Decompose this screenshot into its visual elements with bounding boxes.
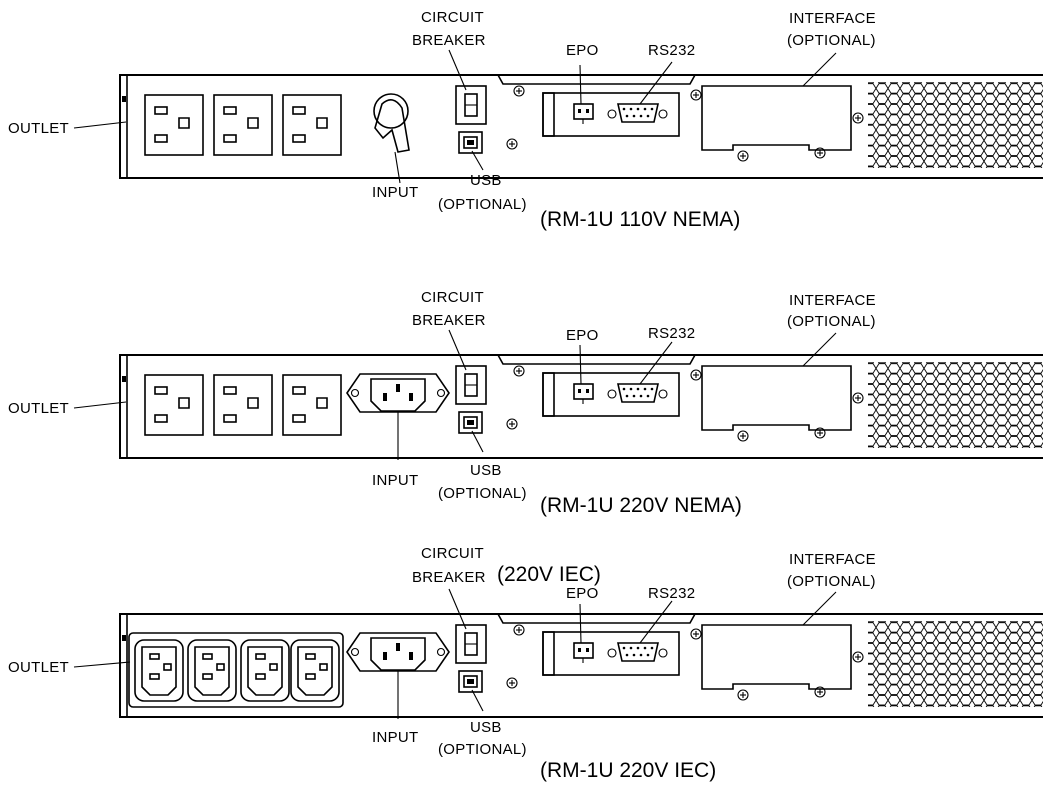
rs232-label: RS232: [648, 585, 695, 602]
interface-label: INTERFACE: [789, 551, 876, 568]
fan-vent-grille: [868, 621, 1043, 707]
usb-optional-label: (OPTIONAL): [438, 741, 527, 758]
input-label: INPUT: [372, 472, 419, 489]
circuit-breaker-label: CIRCUIT: [421, 9, 484, 26]
panel-section-2: OUTLET INPUT CIRCUIT BREAKER USB (OPTION…: [8, 289, 1043, 517]
screw-icon: [852, 392, 864, 404]
interface-slot: [690, 85, 864, 162]
rs232-label: RS232: [648, 325, 695, 342]
panel-section-3: OUTLET INPUT CIRCUIT BREAKER USB (OPTION…: [8, 545, 1043, 782]
mid-caption: (220V IEC): [497, 563, 601, 586]
interface-optional-label: (OPTIONAL): [787, 573, 876, 590]
fan-vent-grille: [868, 82, 1043, 168]
screw-icon: [690, 628, 702, 640]
nema-outlet: [144, 374, 204, 436]
usb-optional-label: (OPTIONAL): [438, 196, 527, 213]
usb-port: [458, 131, 483, 154]
screw-icon: [506, 418, 518, 430]
circuit-breaker: [455, 365, 487, 405]
usb-port: [458, 411, 483, 434]
screw-icon: [737, 689, 749, 701]
model-caption: (RM-1U 220V NEMA): [540, 494, 742, 517]
rs232-port: [607, 642, 668, 662]
screw-icon: [814, 686, 826, 698]
iec-input-inlet: [346, 632, 450, 672]
iec-input-inlet: [346, 373, 450, 413]
rs232-label: RS232: [648, 42, 695, 59]
iec-outlet: [187, 639, 237, 702]
communication-card: [542, 372, 680, 417]
screw-icon: [814, 147, 826, 159]
outlet-label: OUTLET: [8, 120, 69, 137]
fan-vent-grille: [868, 362, 1043, 448]
screw-icon: [814, 427, 826, 439]
circuit-breaker: [455, 85, 487, 125]
nema-outlet: [213, 94, 273, 156]
communication-card: [542, 92, 680, 137]
screw-icon: [690, 89, 702, 101]
epo-label: EPO: [566, 42, 599, 59]
screw-icon: [852, 651, 864, 663]
communication-card: [542, 631, 680, 676]
usb-label: USB: [470, 719, 502, 736]
screw-icon: [852, 112, 864, 124]
epo-label: EPO: [566, 327, 599, 344]
usb-port: [458, 670, 483, 693]
screw-icon: [690, 369, 702, 381]
input-label: INPUT: [372, 184, 419, 201]
circuit-breaker-label-2: BREAKER: [412, 569, 486, 586]
nema-outlet: [282, 374, 342, 436]
interface-slot: [690, 365, 864, 442]
screw-icon: [513, 85, 525, 97]
iec-outlet: [134, 639, 184, 702]
screw-icon: [506, 677, 518, 689]
outlet-label: OUTLET: [8, 659, 69, 676]
screw-icon: [513, 624, 525, 636]
usb-label: USB: [470, 172, 502, 189]
nema-outlet: [282, 94, 342, 156]
input-power-cord: [373, 93, 410, 153]
interface-optional-label: (OPTIONAL): [787, 313, 876, 330]
usb-label: USB: [470, 462, 502, 479]
interface-optional-label: (OPTIONAL): [787, 32, 876, 49]
nema-outlet: [213, 374, 273, 436]
interface-label: INTERFACE: [789, 292, 876, 309]
epo-label: EPO: [566, 585, 599, 602]
iec-outlet-bank: [128, 632, 344, 708]
screw-icon: [513, 365, 525, 377]
outlet-label: OUTLET: [8, 400, 69, 417]
usb-optional-label: (OPTIONAL): [438, 485, 527, 502]
model-caption: (RM-1U 220V IEC): [540, 759, 716, 782]
circuit-breaker-label-2: BREAKER: [412, 32, 486, 49]
circuit-breaker-label: CIRCUIT: [421, 545, 484, 562]
screw-icon: [737, 150, 749, 162]
rs232-port: [607, 103, 668, 123]
circuit-breaker-label: CIRCUIT: [421, 289, 484, 306]
input-label: INPUT: [372, 729, 419, 746]
screw-icon: [506, 138, 518, 150]
model-caption: (RM-1U 110V NEMA): [540, 208, 740, 231]
nema-outlet: [144, 94, 204, 156]
panel-section-1: OUTLET INPUT CIRCUIT BREAKER USB (OPTION…: [8, 9, 1043, 231]
interface-slot: [690, 624, 864, 701]
rs232-port: [607, 383, 668, 403]
screw-icon: [737, 430, 749, 442]
circuit-breaker: [455, 624, 487, 664]
iec-outlet: [290, 639, 340, 702]
iec-outlet: [240, 639, 290, 702]
interface-label: INTERFACE: [789, 10, 876, 27]
circuit-breaker-label-2: BREAKER: [412, 312, 486, 329]
